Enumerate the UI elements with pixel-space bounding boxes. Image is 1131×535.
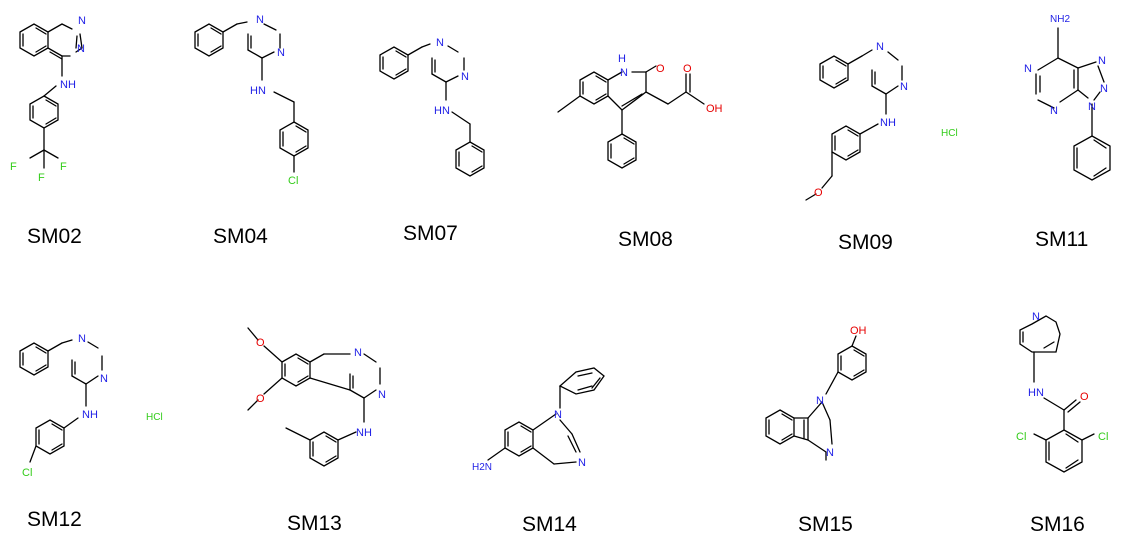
atom-label: NH (60, 79, 76, 91)
atom-label: NH2 (1050, 14, 1070, 25)
atom-label: N (816, 395, 824, 407)
atom-label: OH (850, 325, 867, 337)
atom-label: N (378, 389, 386, 401)
compound-label: SM07 (403, 222, 458, 245)
atom-label: O (1080, 391, 1089, 403)
structure-sm09: N N NH O HCl (805, 41, 958, 201)
atom-label: Cl (22, 467, 32, 479)
atom-label: N (620, 67, 628, 79)
atom-label: HN (1028, 387, 1044, 399)
structure-sm16: N HN O Cl Cl (1016, 311, 1108, 473)
atom-label: N (354, 347, 362, 359)
compound-label: SM13 (287, 512, 342, 535)
compound-label: SM08 (618, 228, 673, 251)
atom-label: Cl (1098, 431, 1108, 443)
atom-label: H (618, 53, 626, 65)
atom-label: N (1088, 101, 1096, 113)
atom-label: N (1100, 83, 1108, 95)
atom-label: N (826, 447, 834, 459)
structure-sm04: N N HN Cl (194, 14, 309, 187)
atom-label: N (578, 457, 586, 469)
structure-sm15: OH N N (765, 325, 867, 461)
atom-label: Cl (1016, 431, 1026, 443)
structure-sm14: N N H2N (472, 367, 605, 473)
compound-label: SM14 (522, 513, 577, 535)
atom-label: N (256, 14, 264, 26)
compound-label: SM02 (27, 225, 82, 248)
atom-label: HCl (146, 412, 163, 423)
compound-label: SM12 (27, 508, 82, 531)
atom-label: N (876, 41, 884, 53)
atom-label: N (900, 81, 908, 93)
compound-label: SM09 (838, 231, 893, 254)
atom-label: Cl (288, 175, 298, 187)
atom-label: N (1024, 63, 1032, 75)
atom-label: N (78, 15, 86, 27)
atom-label: O (256, 337, 265, 349)
structure-sm12: N N NH Cl HCl (19, 333, 163, 479)
atom-label: OH (706, 103, 723, 115)
atom-label: N (1032, 311, 1040, 323)
atom-label: O (814, 187, 823, 199)
atom-label: N (277, 47, 285, 59)
structure-sm07: N N HN (379, 37, 485, 177)
structure-sm02: N N NH F F F (10, 15, 86, 184)
atom-label: NH (356, 427, 372, 439)
atom-label: N (78, 333, 86, 345)
compound-label: SM16 (1030, 513, 1085, 535)
atom-label: HN (434, 105, 450, 117)
atom-label: N (1050, 105, 1058, 117)
atom-label: N (436, 37, 444, 49)
atom-label: H2N (472, 462, 492, 473)
atom-label: F (10, 161, 17, 173)
compound-label: SM11 (1035, 228, 1088, 251)
atom-label: N (461, 71, 469, 83)
structure-sm13: N N NH O O (247, 327, 386, 467)
atom-label: O (683, 63, 692, 75)
atom-label: O (256, 393, 265, 405)
atom-label: HCl (941, 128, 958, 139)
structure-sm11: NH2 N N N N N (1024, 14, 1111, 181)
atom-label: N (554, 409, 562, 421)
compound-label: SM04 (213, 225, 268, 248)
atom-label: NH (880, 117, 896, 129)
structure-sm08: H N O O OH (557, 53, 723, 169)
atom-label: O (656, 63, 665, 75)
atom-label: F (60, 161, 67, 173)
atom-label: N (77, 43, 85, 55)
atom-label: NH (82, 409, 98, 421)
atom-label: F (38, 172, 45, 184)
atom-label: HN (250, 85, 266, 97)
atom-label: N (100, 373, 108, 385)
atom-label: N (1098, 55, 1106, 67)
compound-label: SM15 (798, 513, 853, 535)
